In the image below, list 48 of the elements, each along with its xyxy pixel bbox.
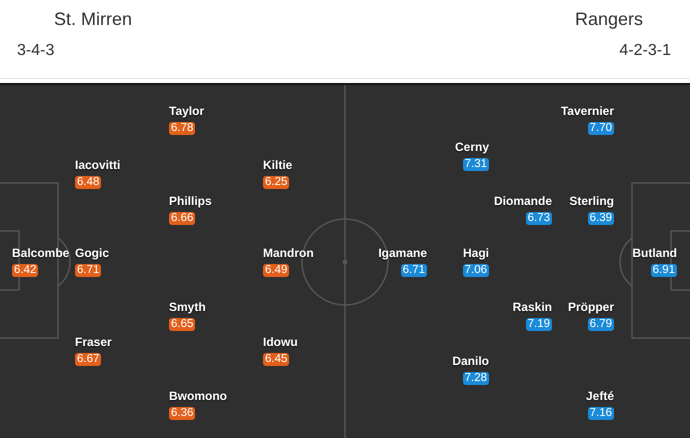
rating-badge: 7.70 (588, 122, 614, 135)
formation-label: 4-2-3-1 (619, 41, 671, 61)
rating-badge: 7.19 (526, 318, 552, 331)
player-name: Sterling (569, 194, 614, 208)
rating-badge: 6.78 (169, 122, 196, 135)
player-name: Taylor (169, 104, 204, 118)
rating-badge: 6.49 (263, 264, 290, 277)
player-name: Iacovitti (75, 158, 120, 172)
team-name: St. Mirren (54, 8, 132, 30)
rating-badge: 7.31 (462, 158, 489, 171)
player-name: Smyth (169, 300, 206, 314)
player-name: Mandron (263, 246, 314, 260)
rating-badge: 6.73 (526, 212, 552, 225)
player-name: Kiltie (263, 158, 292, 172)
rating-badge: 6.79 (588, 318, 614, 331)
rating-badge: 6.67 (75, 353, 102, 366)
player-name: Igamane (378, 246, 427, 260)
player-name: Bwomono (169, 389, 227, 403)
player-name: Balcombe (12, 246, 70, 260)
rating-badge: 6.36 (169, 407, 196, 420)
player-name: Diomande (494, 194, 552, 208)
player-name: Phillips (169, 194, 212, 208)
rating-badge: 6.39 (588, 212, 614, 225)
player-name: Pröpper (568, 300, 614, 314)
team-name: Rangers (574, 8, 643, 30)
player-name: Fraser (75, 335, 112, 349)
rating-badge: 7.28 (462, 372, 489, 385)
rating-badge: 6.48 (75, 176, 102, 189)
player-name: Butland (632, 246, 677, 260)
rating-badge: 6.25 (263, 176, 290, 189)
rating-badge: 6.65 (169, 318, 196, 331)
player-name: Hagi (462, 246, 489, 260)
player-name: Jefté (586, 389, 614, 403)
player-name: Raskin (512, 300, 552, 314)
player-name: Cerny (454, 140, 489, 154)
player-name: Danilo (452, 354, 489, 368)
rating-badge: 6.45 (263, 353, 290, 366)
player-name: Idowu (263, 335, 298, 349)
formation-label: 3-4-3 (17, 41, 54, 61)
rating-badge: 6.71 (75, 264, 102, 277)
rating-badge: 6.42 (12, 264, 38, 277)
rating-badge: 6.71 (400, 264, 427, 277)
player-name: Gogic (75, 246, 110, 260)
rating-badge: 7.06 (462, 264, 489, 277)
rating-badge: 6.91 (650, 264, 677, 277)
player-name: Tavernier (560, 104, 614, 118)
rating-badge: 6.66 (169, 212, 196, 225)
rating-badge: 7.16 (588, 407, 614, 420)
